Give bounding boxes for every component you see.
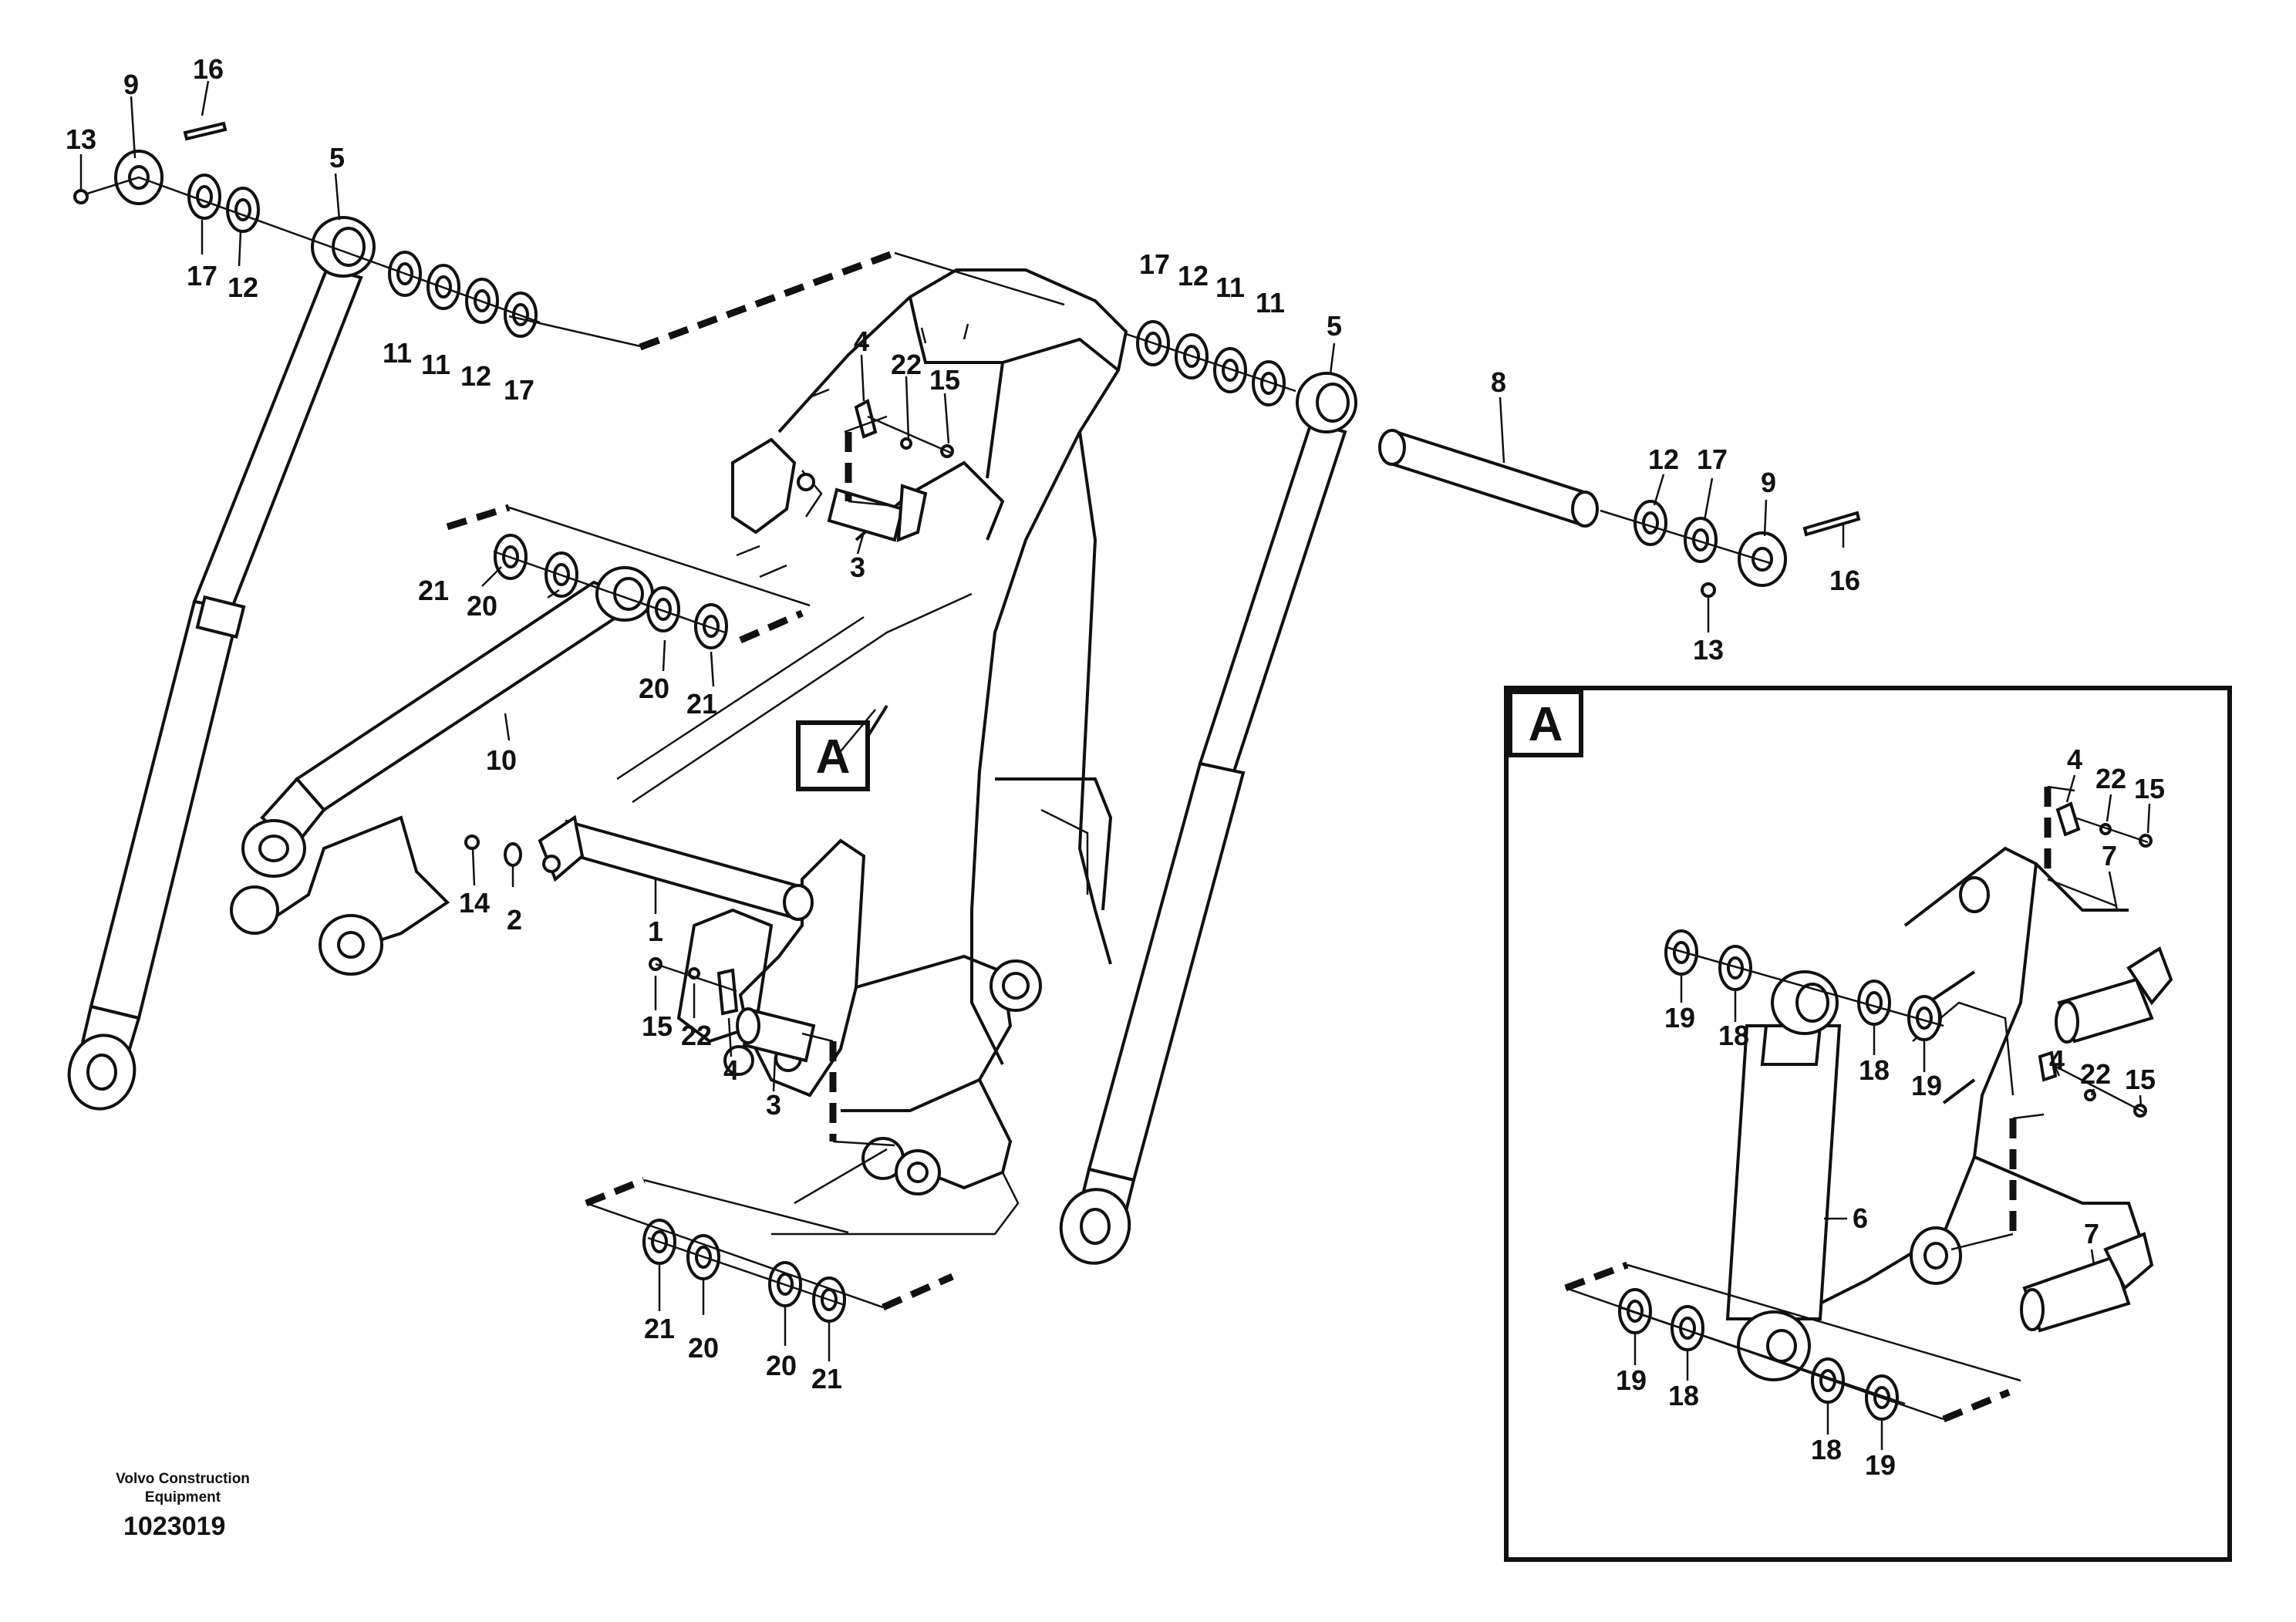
callout-4: 4 xyxy=(723,1054,739,1086)
callout-4: 4 xyxy=(2067,744,2082,775)
callout-16: 16 xyxy=(1829,565,1860,596)
callout-17: 17 xyxy=(1697,443,1728,475)
callout-4: 4 xyxy=(2049,1044,2065,1076)
leader-lines xyxy=(79,80,2151,1450)
callout-10: 10 xyxy=(486,744,517,776)
left-boom-cylinder xyxy=(67,216,376,1111)
callout-5: 5 xyxy=(329,142,345,174)
detail-reference-label: A xyxy=(816,730,851,784)
boom-structure xyxy=(616,268,1128,1236)
callout-14: 14 xyxy=(459,887,490,919)
detail-view-a xyxy=(1504,686,2232,1562)
callout-18: 18 xyxy=(1718,1020,1749,1051)
callout-7: 7 xyxy=(2084,1218,2099,1249)
washers-upper-left xyxy=(73,121,541,338)
callout-15: 15 xyxy=(2125,1064,2156,1095)
callout-15: 15 xyxy=(642,1010,673,1042)
right-boom-cylinder xyxy=(1059,372,1357,1265)
callout-18: 18 xyxy=(1859,1054,1890,1086)
callout-19: 19 xyxy=(1911,1070,1942,1101)
callout-12: 12 xyxy=(228,271,258,303)
pin-1 xyxy=(538,814,814,921)
callout-6: 6 xyxy=(1853,1202,1868,1234)
detail-view-label: A xyxy=(1529,698,1563,751)
callout-3: 3 xyxy=(850,551,865,583)
washers-middle xyxy=(493,534,728,649)
callout-17: 17 xyxy=(504,374,534,406)
callout-22: 22 xyxy=(2080,1058,2111,1090)
pins-3 xyxy=(736,484,928,1063)
callout-7: 7 xyxy=(2102,840,2117,872)
callout-18: 18 xyxy=(1811,1434,1842,1465)
callout-12: 12 xyxy=(1648,443,1679,475)
pin-8 xyxy=(1378,429,1599,528)
callout-17: 17 xyxy=(1139,248,1170,280)
callout-20: 20 xyxy=(688,1332,719,1364)
callout-5: 5 xyxy=(1327,310,1342,342)
callout-9: 9 xyxy=(1761,467,1776,498)
callout-19: 19 xyxy=(1616,1364,1647,1396)
brand-text: Volvo Construction Equipment xyxy=(71,1470,295,1507)
callout-17: 17 xyxy=(187,260,217,292)
cylinder-10 xyxy=(230,566,654,976)
callout-3: 3 xyxy=(766,1089,781,1121)
callout-8: 8 xyxy=(1491,366,1506,398)
callout-21: 21 xyxy=(811,1363,842,1394)
callout-22: 22 xyxy=(891,349,922,380)
callout-20: 20 xyxy=(639,673,669,704)
callout-11: 11 xyxy=(1256,287,1285,319)
callout-22: 22 xyxy=(681,1020,712,1051)
callout-labels: 9 16 13 5 17 12 11 11 12 17 17 12 11 11 … xyxy=(66,53,2165,1481)
callout-22: 22 xyxy=(2095,763,2126,794)
callout-21: 21 xyxy=(418,575,449,606)
callout-15: 15 xyxy=(929,364,960,396)
callout-4: 4 xyxy=(854,325,869,357)
callout-20: 20 xyxy=(766,1350,797,1381)
brand-line-2: Equipment xyxy=(144,1489,221,1506)
brand-line-1: Volvo Construction xyxy=(116,1471,250,1487)
callout-11: 11 xyxy=(383,337,412,369)
callout-20: 20 xyxy=(467,590,497,622)
detail-reference-box xyxy=(796,720,870,791)
callout-12: 12 xyxy=(1178,260,1209,292)
callout-11: 11 xyxy=(1215,271,1245,303)
callout-15: 15 xyxy=(2134,773,2165,804)
callout-13: 13 xyxy=(66,123,96,155)
callout-12: 12 xyxy=(460,360,491,392)
callout-2: 2 xyxy=(507,904,522,936)
callout-1: 1 xyxy=(648,916,663,947)
callout-11: 11 xyxy=(421,349,450,380)
callout-9: 9 xyxy=(123,69,139,100)
dashed-guides xyxy=(446,249,1065,1311)
callout-19: 19 xyxy=(1865,1449,1896,1481)
callout-19: 19 xyxy=(1664,1002,1695,1034)
document-number: 1023019 xyxy=(123,1512,226,1541)
callout-21: 21 xyxy=(686,688,717,720)
washers-upper-right xyxy=(1125,320,1861,598)
callout-16: 16 xyxy=(193,53,224,85)
callout-18: 18 xyxy=(1668,1380,1699,1411)
callout-21: 21 xyxy=(644,1313,675,1344)
callout-13: 13 xyxy=(1693,634,1724,666)
washers-bottom xyxy=(642,1219,846,1323)
